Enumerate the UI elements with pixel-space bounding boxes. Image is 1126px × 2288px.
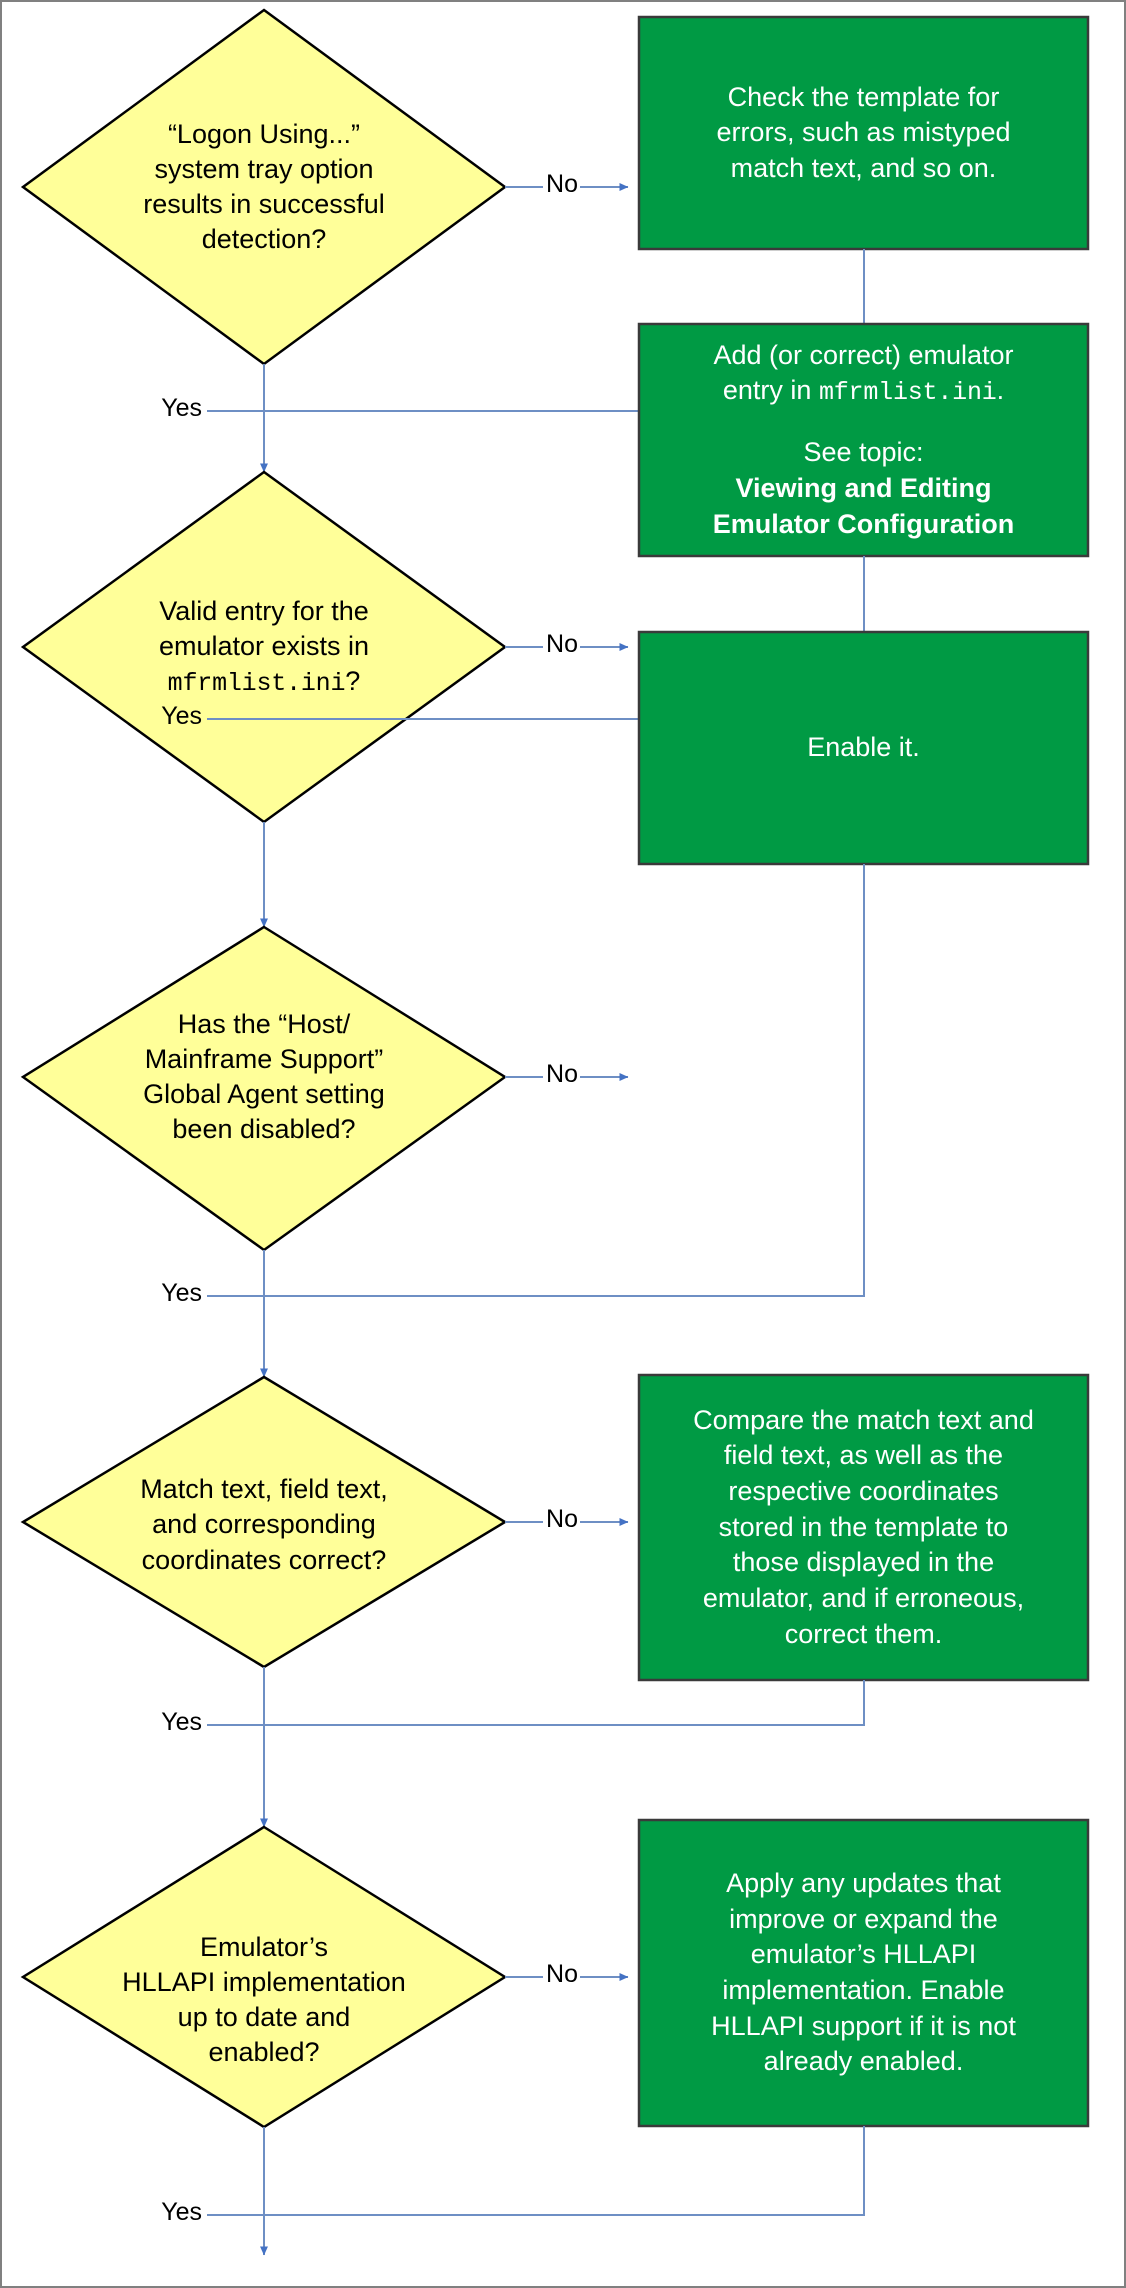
connector-return-4 bbox=[207, 1680, 865, 1726]
connector-return-5 bbox=[207, 2126, 865, 2216]
action-shape-5[interactable] bbox=[637, 1818, 1090, 2128]
edge-label-yes-3: Yes bbox=[142, 1279, 202, 1308]
yes-text-2: Yes bbox=[161, 702, 202, 730]
no-text-4: No bbox=[546, 1505, 578, 1533]
action-shape-1[interactable] bbox=[637, 15, 1090, 251]
action-shape-3[interactable] bbox=[637, 630, 1090, 866]
action-shape-2[interactable] bbox=[637, 322, 1090, 558]
action-shape-4[interactable] bbox=[637, 1373, 1090, 1682]
yes-text-3: Yes bbox=[161, 1279, 202, 1307]
yes-text-1: Yes bbox=[161, 394, 202, 422]
edge-label-yes-2: Yes bbox=[142, 702, 202, 731]
edge-label-no-3: No bbox=[540, 1060, 584, 1089]
no-text-5: No bbox=[546, 1960, 578, 1988]
edge-label-no-2: No bbox=[540, 630, 584, 659]
decision-shape-4[interactable] bbox=[20, 1375, 508, 1669]
no-text-2: No bbox=[546, 630, 578, 658]
edge-label-yes-5: Yes bbox=[142, 2198, 202, 2227]
decision-shape-3[interactable] bbox=[20, 925, 508, 1252]
yes-text-4: Yes bbox=[161, 1708, 202, 1736]
edge-label-no-5: No bbox=[540, 1960, 584, 1989]
connector-return-3 bbox=[207, 864, 865, 1297]
no-text-1: No bbox=[546, 170, 578, 198]
edge-label-yes-1: Yes bbox=[142, 394, 202, 423]
decision-shape-2[interactable] bbox=[20, 470, 508, 824]
edge-label-no-4: No bbox=[540, 1505, 584, 1534]
yes-text-5: Yes bbox=[161, 2198, 202, 2226]
no-text-3: No bbox=[546, 1060, 578, 1088]
edge-label-yes-4: Yes bbox=[142, 1708, 202, 1737]
decision-shape-5[interactable] bbox=[20, 1825, 508, 2129]
decision-shape-1[interactable] bbox=[20, 8, 508, 366]
edge-label-no-1: No bbox=[540, 170, 584, 199]
